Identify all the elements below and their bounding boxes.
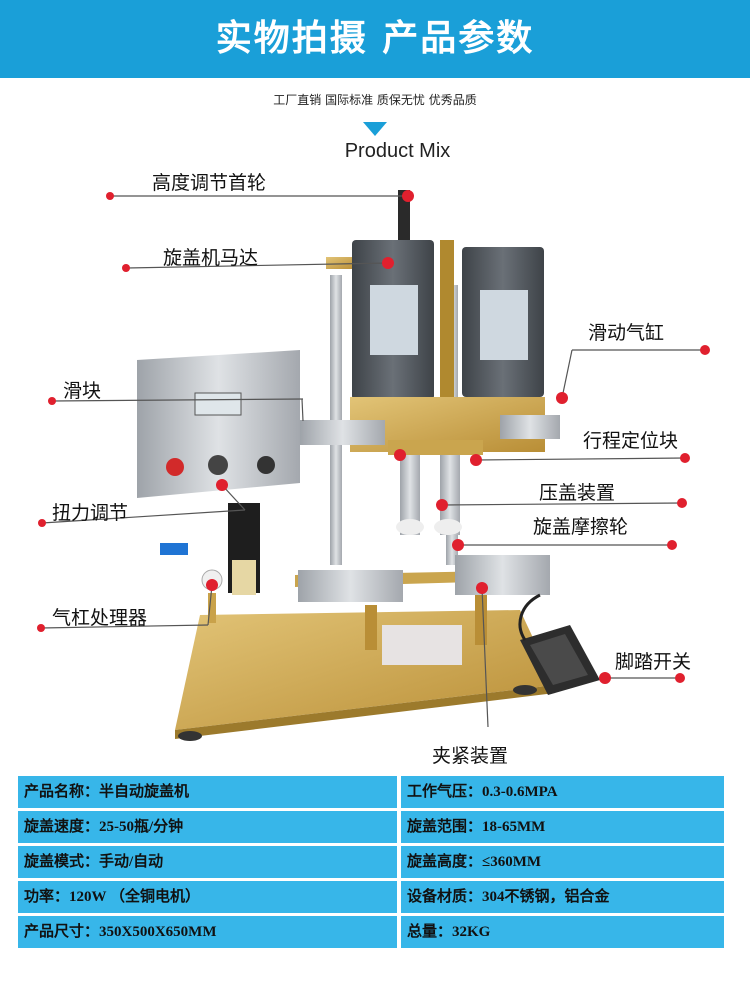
callout-dot xyxy=(122,264,130,272)
spec-row: 功率：120W （全铜电机） 设备材质：304不锈钢，铝合金 xyxy=(18,881,724,913)
callout-slide-cylinder: 滑动气缸 xyxy=(588,322,665,344)
callout-stroke-block: 行程定位块 xyxy=(583,430,679,452)
callout-dot xyxy=(402,190,414,202)
callout-foot-switch: 脚踏开关 xyxy=(615,651,692,673)
spec-row: 产品尺寸：350X500X650MM 总量：32KG xyxy=(18,916,724,948)
spec-row: 产品名称：半自动旋盖机 工作气压：0.3-0.6MPA xyxy=(18,776,724,808)
callout-friction-wheel: 旋盖摩擦轮 xyxy=(533,516,629,538)
spec-cell: 设备材质：304不锈钢，铝合金 xyxy=(401,881,724,913)
callout-dot xyxy=(700,345,710,355)
callout-dot xyxy=(37,624,45,632)
callout-dot xyxy=(382,257,394,269)
spec-cell: 旋盖速度：25-50瓶/分钟 xyxy=(18,811,397,843)
spec-cell: 工作气压：0.3-0.6MPA xyxy=(401,776,724,808)
callout-dot xyxy=(470,454,482,466)
spec-cell: 旋盖模式：手动/自动 xyxy=(18,846,397,878)
page-title: 实物拍摄 产品参数 xyxy=(215,18,535,59)
machine-photo xyxy=(37,190,710,741)
callout-dot xyxy=(667,540,677,550)
callout-dot xyxy=(677,498,687,508)
callout-dot xyxy=(556,392,568,404)
spec-cell: 产品尺寸：350X500X650MM xyxy=(18,916,397,948)
callout-dot xyxy=(452,539,464,551)
callout-dot xyxy=(206,579,218,591)
spec-cell: 旋盖范围：18-65MM xyxy=(401,811,724,843)
clamp-left xyxy=(298,570,403,602)
spec-row: 旋盖速度：25-50瓶/分钟 旋盖范围：18-65MM xyxy=(18,811,724,843)
triangle-down-icon xyxy=(363,122,387,136)
callout-dot xyxy=(476,582,488,594)
spec-cell: 产品名称：半自动旋盖机 xyxy=(18,776,397,808)
callout-slider: 滑块 xyxy=(63,380,102,402)
spec-row: 旋盖模式：手动/自动 旋盖高度：≤360MM xyxy=(18,846,724,878)
clamp-right xyxy=(455,555,550,595)
callout-dot xyxy=(675,673,685,683)
callout-height-wheel: 高度调节首轮 xyxy=(152,172,267,194)
callout-capping-motor: 旋盖机马达 xyxy=(163,247,259,269)
section-title: Product Mix xyxy=(344,140,451,162)
callout-clamp: 夹紧装置 xyxy=(432,745,509,767)
callout-dot xyxy=(106,192,114,200)
callout-dot xyxy=(48,397,56,405)
callout-dot xyxy=(394,449,406,461)
spec-cell: 旋盖高度：≤360MM xyxy=(401,846,724,878)
callout-air-processor: 气杠处理器 xyxy=(52,607,148,629)
callout-torque-adjust: 扭力调节 xyxy=(52,502,129,524)
spec-cell: 功率：120W （全铜电机） xyxy=(18,881,397,913)
control-box xyxy=(137,350,300,498)
callout-dot xyxy=(436,499,448,511)
spec-table: 产品名称：半自动旋盖机 工作气压：0.3-0.6MPA 旋盖速度：25-50瓶/… xyxy=(18,776,724,950)
callout-dot xyxy=(38,519,46,527)
page-subtitle: 工厂直销 国际标准 质保无忧 优秀品质 xyxy=(273,93,477,107)
callout-press-cap: 压盖装置 xyxy=(539,482,616,504)
spec-cell: 总量：32KG xyxy=(401,916,724,948)
callout-dot xyxy=(216,479,228,491)
callout-dot xyxy=(599,672,611,684)
header-banner xyxy=(0,0,750,78)
callout-dot xyxy=(680,453,690,463)
